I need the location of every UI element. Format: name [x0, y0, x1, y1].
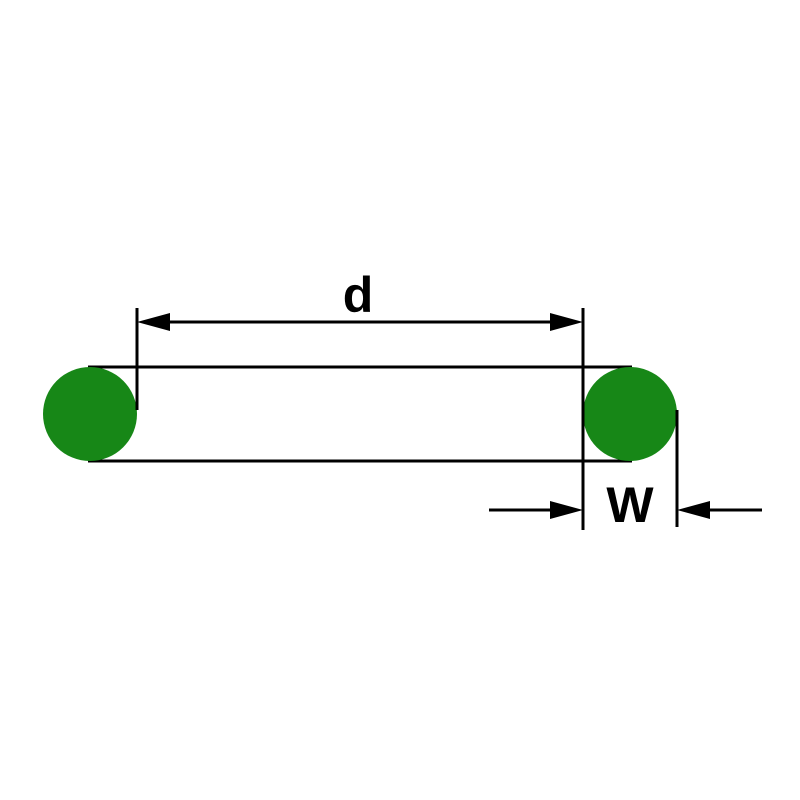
- d-label: d: [343, 267, 374, 323]
- d-arrowhead-right-icon: [550, 313, 583, 331]
- w-arrowhead-right-icon: [677, 501, 710, 519]
- w-arrowhead-left-icon: [550, 501, 583, 519]
- oring-right-cross-section: [583, 367, 677, 461]
- d-arrowhead-left-icon: [137, 313, 170, 331]
- oring-left-cross-section: [43, 367, 137, 461]
- w-label: W: [606, 477, 654, 533]
